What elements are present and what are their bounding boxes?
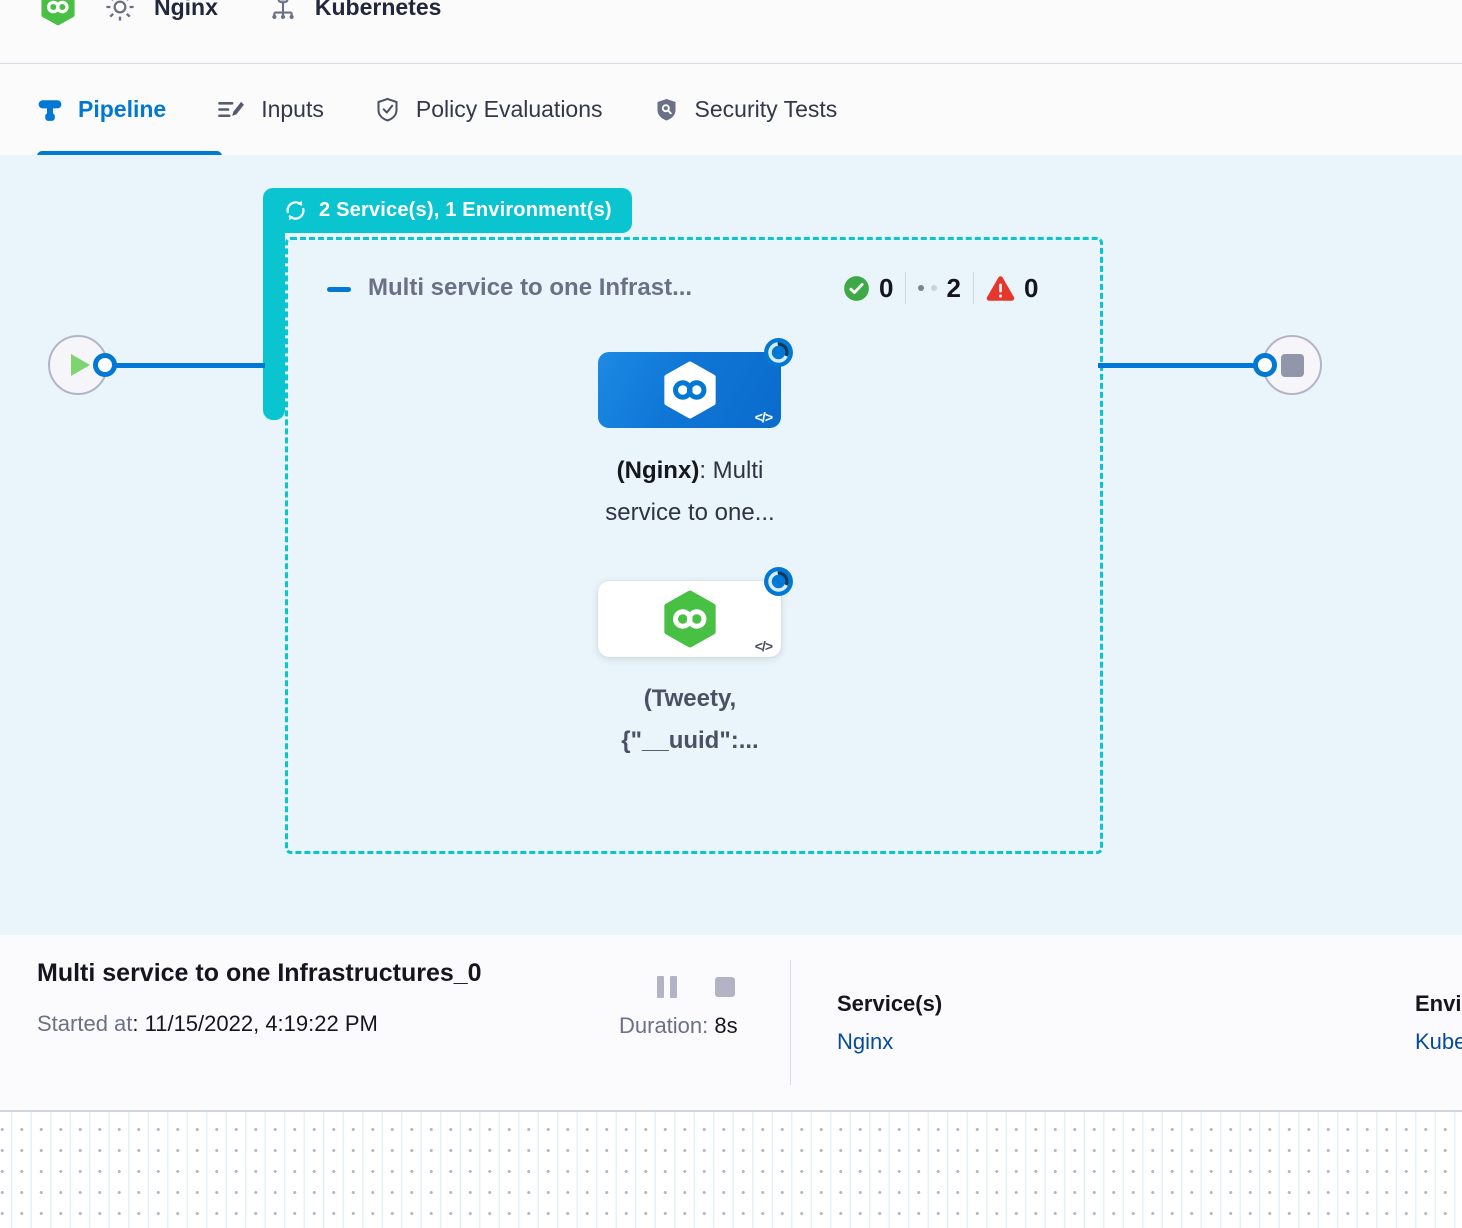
cluster-icon — [268, 0, 298, 23]
stage-group-outline — [285, 237, 1103, 854]
top-breadcrumb-bar: Nginx Kubernetes — [0, 0, 1462, 64]
tab-policy-evaluations[interactable]: Policy Evaluations — [374, 96, 603, 124]
duration-label: Duration: — [619, 1013, 715, 1038]
services-label: Service(s) — [837, 991, 943, 1016]
tab-security-tests[interactable]: Security Tests — [653, 96, 838, 124]
status-success: 0 — [843, 273, 893, 304]
loop-icon — [283, 199, 308, 223]
failed-count: 0 — [1023, 272, 1039, 303]
tab-pipeline-label: Pipeline — [78, 96, 167, 122]
stage-status-cluster: 0 2 0 — [843, 272, 1038, 304]
node-label-line1: (Tweety, — [643, 685, 737, 712]
warning-triangle-icon — [986, 275, 1015, 302]
started-at-value: : 11/15/2022, 4:19:22 PM — [132, 1011, 378, 1036]
breadcrumb-environment[interactable]: Kubernetes — [314, 0, 442, 20]
execution-tab-bar: Pipeline Inputs Policy Evaluations Secur… — [0, 64, 1462, 156]
collapse-stage-icon[interactable] — [327, 287, 351, 292]
tab-security-tests-label: Security Tests — [694, 96, 838, 122]
duration-line: Duration: 8s — [619, 1013, 738, 1039]
tab-inputs[interactable]: Inputs — [216, 96, 324, 124]
gear-icon — [104, 0, 136, 23]
environments-label: Environment(s) — [1415, 991, 1462, 1016]
status-failed: 0 — [986, 273, 1038, 304]
tab-pipeline[interactable]: Pipeline — [37, 96, 166, 123]
harness-hexagon-icon — [662, 361, 718, 419]
footer-divider — [790, 960, 791, 1085]
active-tab-underline — [37, 151, 222, 156]
stage-loop-strip — [263, 215, 285, 420]
abort-execution-button[interactable] — [715, 977, 735, 997]
inputs-icon — [216, 96, 246, 124]
execution-summary-bar: Multi service to one Infrastructures_0 S… — [0, 935, 1462, 1112]
running-count: 2 — [946, 272, 961, 303]
running-spinner-icon — [763, 566, 794, 597]
node-label-line2: service to one... — [605, 499, 775, 526]
pause-execution-button[interactable] — [657, 976, 679, 998]
environments-value-link[interactable]: Kubernetes — [1415, 1029, 1462, 1054]
execution-title: Multi service to one Infrastructures_0 — [37, 959, 482, 987]
services-environments-badge-label: 2 Service(s), 1 Environment(s) — [319, 199, 612, 221]
node-label-nginx: (Nginx): Multi service to one... — [540, 450, 840, 534]
pipeline-icon — [37, 96, 63, 123]
status-divider — [972, 272, 974, 304]
tab-inputs-label: Inputs — [261, 96, 324, 122]
running-dots-icon — [918, 285, 938, 291]
running-spinner-icon — [763, 337, 794, 368]
services-environments-badge[interactable]: 2 Service(s), 1 Environment(s) — [263, 188, 632, 233]
tab-policy-evaluations-label: Policy Evaluations — [415, 96, 603, 122]
started-at-line: Started at: 11/15/2022, 4:19:22 PM — [37, 1011, 378, 1037]
connector-line-right — [1098, 363, 1265, 368]
shield-check-icon — [374, 96, 401, 124]
log-canvas-grid — [0, 1112, 1462, 1228]
status-divider — [905, 272, 907, 304]
node-service-tweety[interactable]: </> — [598, 567, 793, 657]
duration-value: 8s — [714, 1013, 738, 1038]
node-service-nginx[interactable]: </> — [598, 338, 793, 428]
node-label-rest: : Multi — [699, 457, 764, 484]
success-count: 0 — [879, 272, 894, 303]
services-summary: Service(s) Nginx — [837, 991, 1237, 1055]
code-badge: </> — [754, 638, 773, 654]
node-label-tweety: (Tweety, {"__uuid":... — [540, 678, 840, 762]
stop-icon — [1280, 353, 1304, 377]
harness-service-logo-icon — [40, 0, 76, 27]
harness-hexagon-icon — [662, 590, 718, 648]
started-at-label: Started at — [37, 1011, 133, 1036]
success-check-icon — [843, 275, 870, 302]
end-port — [1253, 353, 1277, 377]
start-port — [93, 353, 117, 377]
shield-scan-icon — [653, 96, 680, 124]
breadcrumb-service[interactable]: Nginx — [154, 0, 218, 20]
status-running: 2 — [918, 272, 961, 304]
node-label-bold: (Nginx) — [616, 457, 700, 484]
connector-line-left — [108, 363, 265, 368]
environments-summary: Environment(s) Kubernetes — [1415, 991, 1462, 1055]
node-label-line2: {"__uuid":... — [621, 727, 759, 754]
stage-title[interactable]: Multi service to one Infrast... — [368, 274, 693, 301]
code-badge: </> — [754, 409, 773, 425]
pipeline-start-node — [48, 335, 108, 395]
pipeline-canvas[interactable]: 2 Service(s), 1 Environment(s) Multi ser… — [0, 155, 1462, 935]
services-value-link[interactable]: Nginx — [837, 1029, 894, 1054]
play-icon — [71, 354, 90, 376]
